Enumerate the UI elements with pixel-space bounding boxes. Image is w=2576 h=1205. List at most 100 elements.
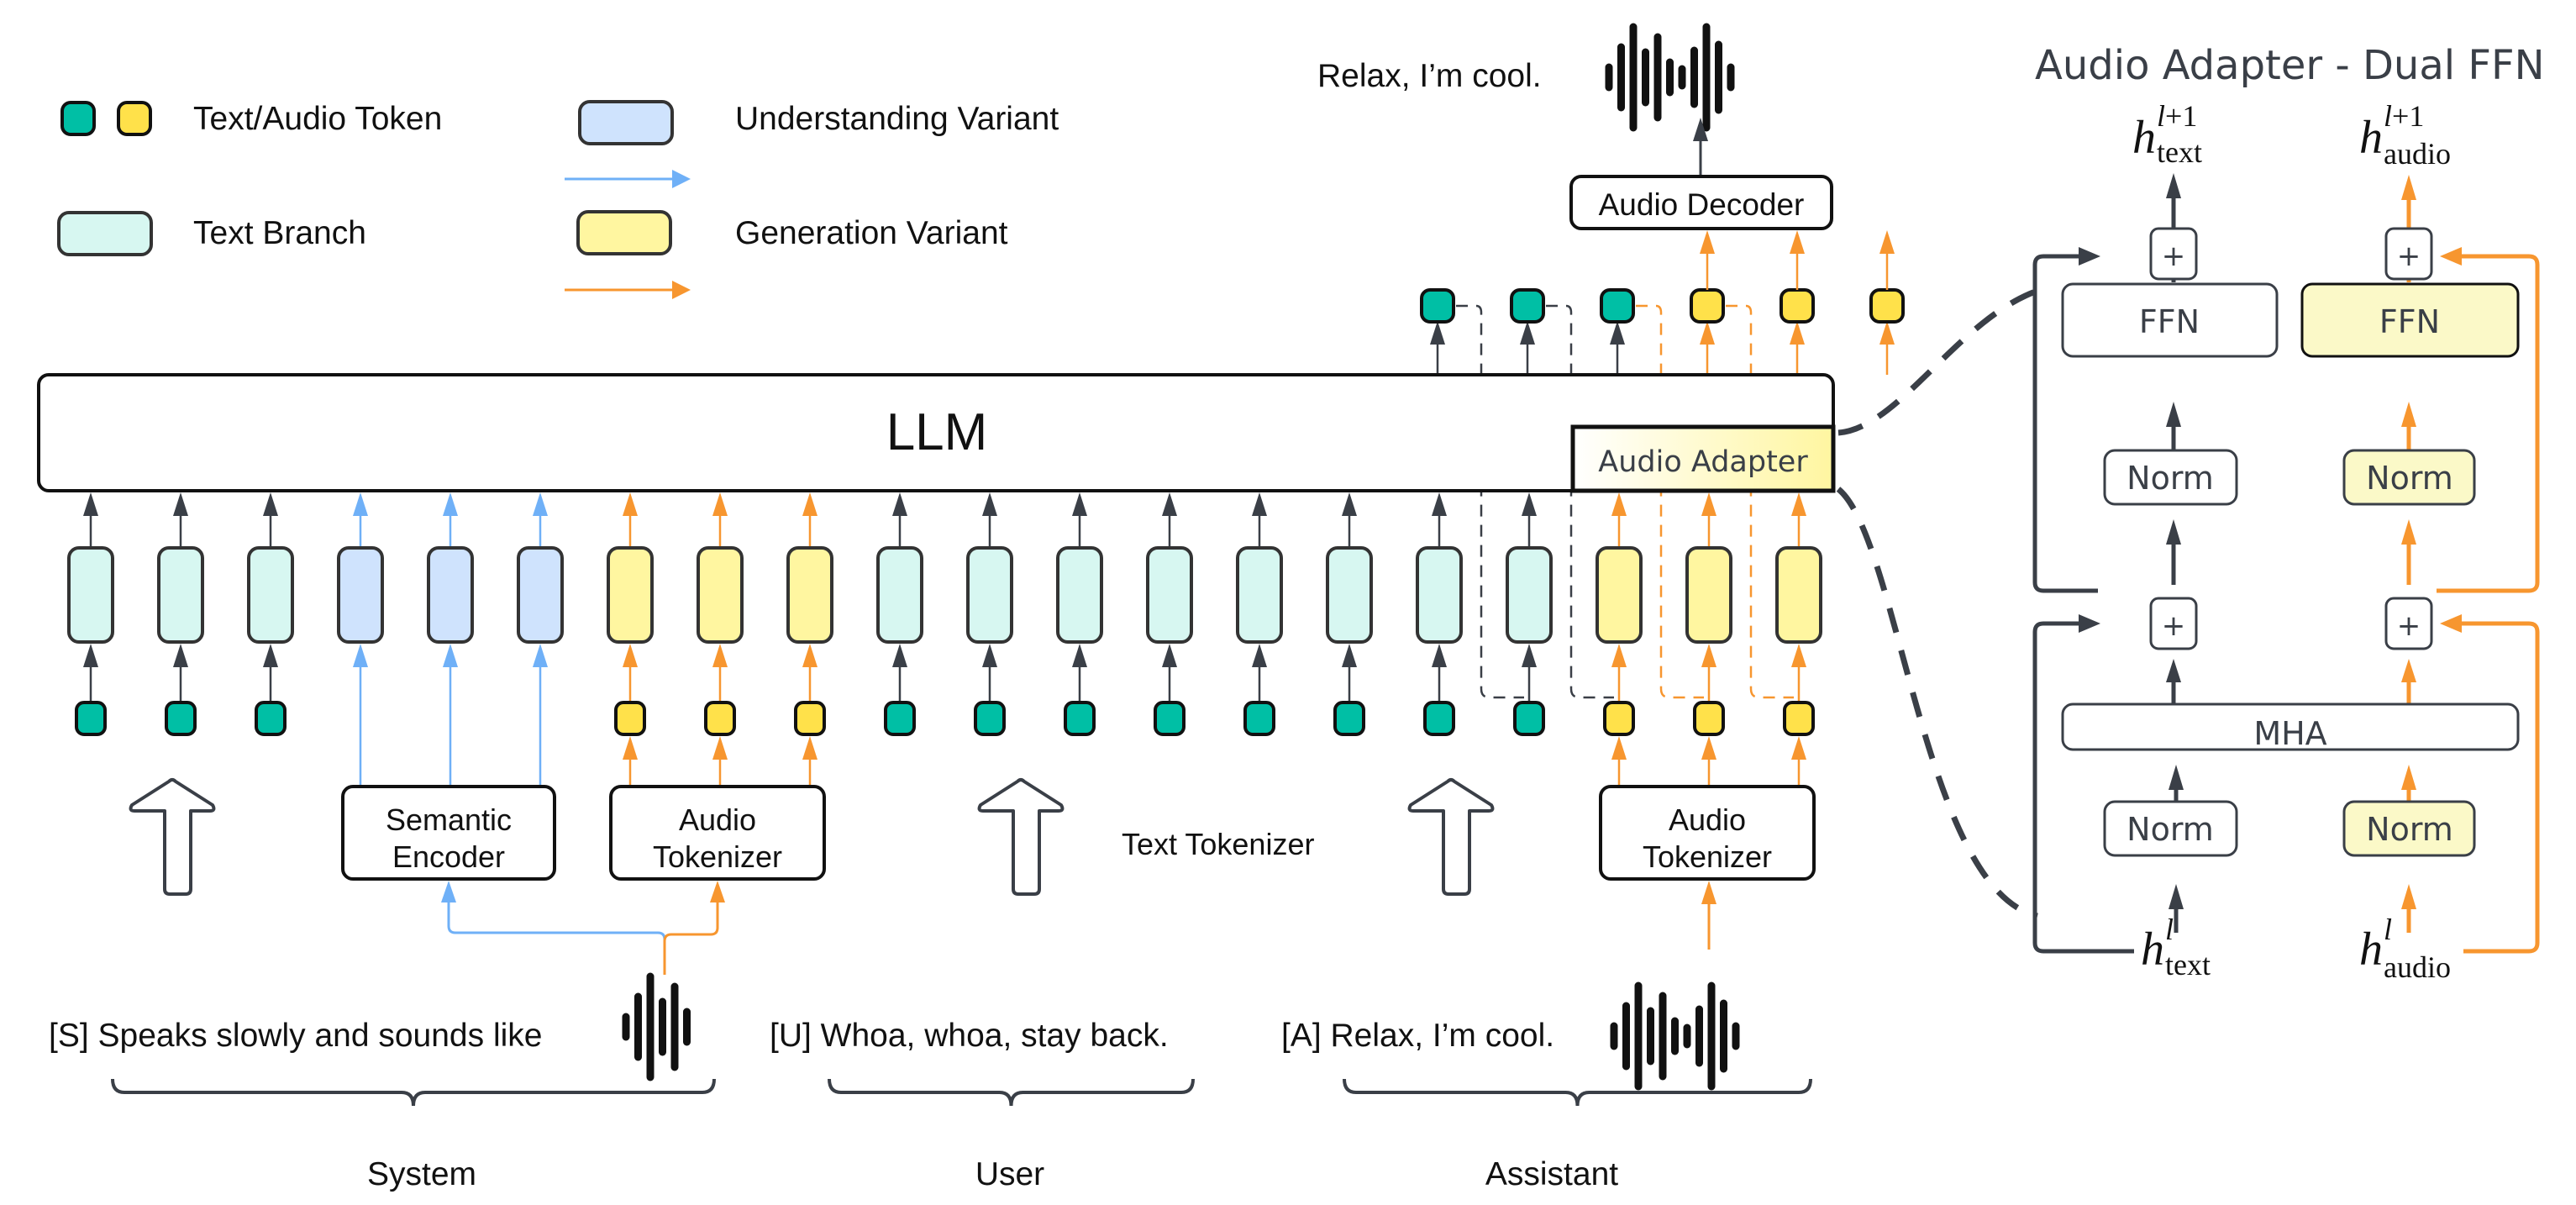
output-token-text xyxy=(1420,288,1455,324)
assistant-prompt-text: [A] Relax, I’m cool. xyxy=(1281,1018,1554,1054)
input-token-text xyxy=(1513,701,1545,736)
audio-plus-bottom-box xyxy=(2384,597,2433,650)
output-to-decoder-arrowhead xyxy=(1790,230,1805,254)
output-token-text xyxy=(1510,288,1545,324)
branch-to-llm-arrowhead xyxy=(1522,492,1537,516)
system-prompt-text: [S] Speaks slowly and sounds like xyxy=(49,1018,542,1054)
zoom-connector-top xyxy=(1837,287,2039,436)
user-prompt-text: [U] Whoa, whoa, stay back. xyxy=(770,1018,1169,1054)
branch-to-llm-arrowhead xyxy=(1072,492,1087,516)
tokenizer-to-token-arrowhead xyxy=(1791,736,1806,760)
semantic-encoder-input-arrowhead xyxy=(441,881,456,902)
branch-box-text xyxy=(876,546,923,644)
tokenizer-to-token-arrowhead xyxy=(623,736,638,760)
h-audio-next-label: h l+1 audio xyxy=(2359,99,2451,171)
system-audio-orange-route xyxy=(663,896,719,975)
branch-box-gen xyxy=(1685,546,1732,644)
token-to-branch-arrowhead xyxy=(353,644,368,667)
text-residual-1 xyxy=(2032,254,2098,593)
audio-tokenizer-2-label-line1: Audio xyxy=(1669,802,1746,837)
audio-tokenizer-box-1 xyxy=(609,785,826,881)
tokenizer-to-token-arrowhead xyxy=(712,736,728,760)
branch-to-llm-arrowhead xyxy=(1432,492,1447,516)
branch-to-llm-arrowhead xyxy=(173,492,188,516)
llm-to-output-arrowhead xyxy=(1700,321,1715,345)
legend-generation-label: Generation Variant xyxy=(735,215,1008,251)
audio-ffn-arrowhead xyxy=(2401,402,2416,427)
audio-norm-top-label: Norm xyxy=(2366,460,2453,497)
branch-to-llm-arrowhead xyxy=(83,492,98,516)
input-token-text xyxy=(255,701,287,736)
hollow-arrow-shape xyxy=(1407,778,1495,896)
h-text-next-label: h l+1 text xyxy=(2132,99,2202,169)
input-token-audio xyxy=(614,701,646,736)
audio-mha-arrowhead xyxy=(2401,765,2416,790)
llm-to-output-arrowhead xyxy=(1879,321,1895,345)
text-residual-1-arrowhead xyxy=(2079,247,2100,266)
autoregressive-dashed-link xyxy=(1636,304,1704,699)
output-token-audio xyxy=(1690,288,1725,324)
branch-to-llm-arrowhead xyxy=(1342,492,1357,516)
hollow-up-arrow-user xyxy=(977,778,1065,896)
branch-box-text xyxy=(1506,546,1553,644)
mha-box xyxy=(2061,702,2520,751)
audio-tokenizer-2-label-line2: Tokenizer xyxy=(1643,839,1772,874)
branch-to-llm-arrowhead xyxy=(892,492,907,516)
input-token-audio xyxy=(1783,701,1815,736)
token-to-branch-arrowhead xyxy=(982,644,997,667)
output-token-audio xyxy=(1869,288,1905,324)
audio-tokenizer-2-input-arrowhead xyxy=(1701,881,1716,904)
hollow-up-arrow-system xyxy=(129,778,216,896)
branch-box-text xyxy=(157,546,204,644)
audio-norm-bottom-box xyxy=(2342,800,2476,857)
tokenizer-to-token-arrowhead xyxy=(1611,736,1627,760)
svg-text:text: text xyxy=(2165,948,2211,981)
svg-text:+: + xyxy=(2397,609,2421,643)
token-to-branch-arrowhead xyxy=(712,644,728,667)
tokenizer-to-token-arrowhead xyxy=(802,736,817,760)
text-out-arrowhead xyxy=(2166,173,2181,198)
system-waveform-icon xyxy=(622,972,691,1081)
system-label: System xyxy=(367,1156,476,1192)
token-to-branch-arrowhead xyxy=(802,644,817,667)
user-label: User xyxy=(975,1156,1044,1192)
output-waveform-icon xyxy=(1605,23,1735,132)
input-token-text xyxy=(974,701,1006,736)
hollow-arrow-shape xyxy=(129,778,216,896)
branch-to-llm-arrowhead xyxy=(802,492,817,516)
svg-text:audio: audio xyxy=(2384,950,2451,984)
legend-generation-swatch xyxy=(576,210,672,255)
token-to-branch-arrowhead xyxy=(1701,644,1716,667)
token-to-branch-arrowhead xyxy=(623,644,638,667)
legend: Text/Audio Token Text Branch Understandi… xyxy=(57,100,1059,299)
branch-to-llm-arrowhead xyxy=(443,492,458,516)
token-to-branch-arrowhead xyxy=(1072,644,1087,667)
autoregressive-dashed-link xyxy=(1546,304,1614,699)
mha-label: MHA xyxy=(2253,715,2326,752)
branch-box-und xyxy=(427,546,474,644)
audio-norm-top-box xyxy=(2342,449,2476,506)
llm-to-output-arrowhead xyxy=(1520,321,1535,345)
output-token-text xyxy=(1600,288,1635,324)
hollow-arrow-shape xyxy=(977,778,1065,896)
token-to-branch-arrowhead xyxy=(892,644,907,667)
legend-text-token-swatch xyxy=(60,101,96,136)
input-token-text xyxy=(75,701,107,736)
branch-to-llm-arrowhead xyxy=(1162,492,1177,516)
audio-decoder-label: Audio Decoder xyxy=(1599,187,1805,222)
branch-to-llm-arrowhead xyxy=(533,492,548,516)
svg-text:audio: audio xyxy=(2384,137,2451,171)
branch-box-text xyxy=(1056,546,1103,644)
token-to-branch-arrowhead xyxy=(1791,644,1806,667)
audio-plus2-arrowhead xyxy=(2401,659,2416,682)
audio-adapter-box xyxy=(1570,424,1836,493)
input-token-text xyxy=(884,701,916,736)
input-token-text xyxy=(165,701,197,736)
text-norm-bottom-arrowhead xyxy=(2169,884,2184,909)
assistant-waveform-icon xyxy=(1610,981,1740,1091)
audio-out-arrowhead xyxy=(2401,175,2416,200)
text-residual-2 xyxy=(2032,621,2134,954)
text-ffn-box xyxy=(2061,282,2279,358)
svg-text:h: h xyxy=(2132,112,2156,164)
